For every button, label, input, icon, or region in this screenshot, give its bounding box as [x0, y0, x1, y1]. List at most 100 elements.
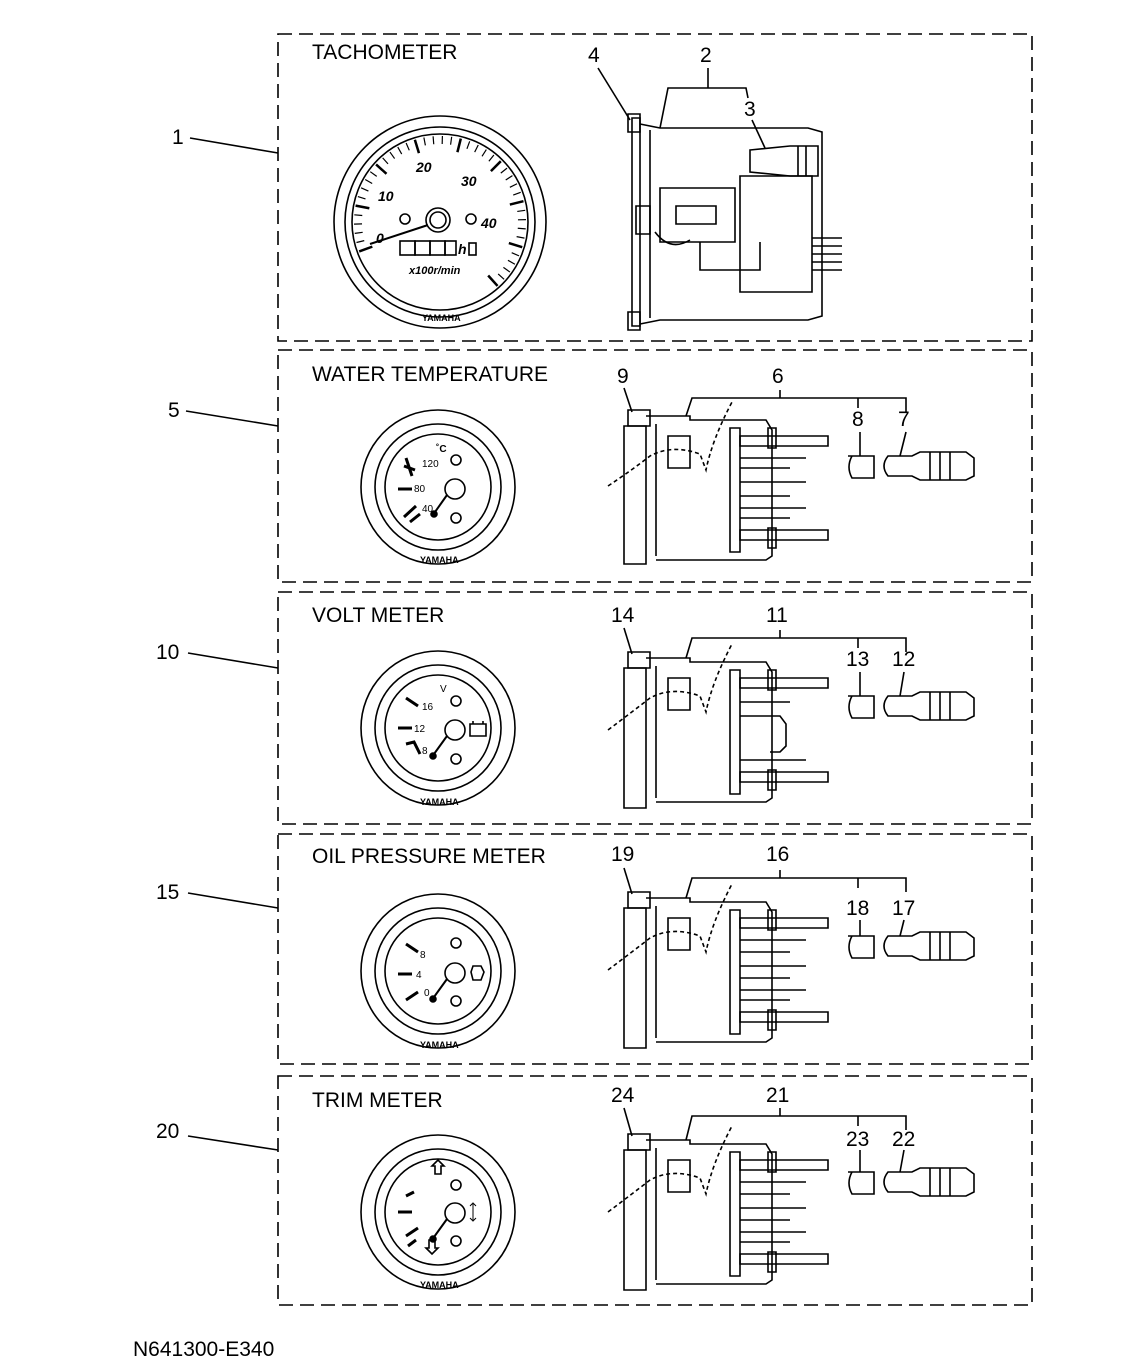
callout-16-bracket: [686, 870, 906, 898]
callout-24: 24: [611, 1084, 635, 1107]
callout-1-leader: [190, 138, 278, 153]
tach-label-10: 10: [378, 188, 394, 204]
water-temperature-dial: 120 80 40 ˚C YAMAHA: [361, 410, 515, 565]
water-temp-hub: [445, 479, 465, 499]
tach-tick: [356, 206, 370, 209]
water-temperature-side-view: [608, 402, 974, 564]
oil-pressure-side-view: [608, 884, 974, 1048]
callout-20: 20: [156, 1120, 179, 1143]
trim-meter-dial: YAMAHA: [361, 1135, 515, 1290]
volt-brand-label: YAMAHA: [420, 797, 459, 807]
callout-2: 2: [700, 44, 712, 67]
tach-tick: [359, 247, 372, 252]
tach-tick: [512, 253, 519, 256]
callout-3-leader: [752, 120, 765, 148]
tach-tick: [424, 138, 425, 146]
tach-tick: [361, 188, 368, 191]
hour-marker: h: [458, 241, 467, 257]
trim-updown-icon: [470, 1203, 476, 1221]
tach-tick: [506, 176, 513, 180]
tach-label-40: 40: [480, 215, 497, 231]
water-temp-label-80: 80: [414, 484, 426, 495]
callout-16: 16: [766, 843, 789, 866]
tach-label-30: 30: [461, 173, 477, 189]
callout-21: 21: [766, 1084, 789, 1107]
oil-label-4: 4: [416, 970, 422, 981]
callout-3: 3: [744, 98, 756, 121]
tach-tick: [488, 276, 497, 286]
volt-unit: V: [440, 684, 447, 695]
tach-tick: [406, 143, 409, 150]
volt-meter-side-view: [608, 644, 974, 808]
trim-up-arrow-icon: [432, 1160, 444, 1174]
tach-tick: [457, 139, 460, 153]
callout-23: 23: [846, 1128, 869, 1151]
tach-tick: [370, 172, 376, 177]
callout-5: 5: [168, 399, 180, 422]
trim-brand-label: YAMAHA: [420, 1280, 459, 1290]
callout-2-bracket: [660, 68, 748, 128]
tach-hub-inner: [430, 212, 446, 228]
callout-1: 1: [172, 126, 184, 149]
callout-20-leader: [188, 1136, 278, 1150]
volt-label-16: 16: [422, 702, 434, 713]
tach-label-20: 20: [415, 159, 432, 175]
volt-label-12: 12: [414, 724, 426, 735]
section-tachometer: TACHOMETER 1 0 10 20 30 40 h: [172, 34, 1032, 341]
tach-tick: [501, 168, 507, 173]
tach-tick: [376, 164, 386, 173]
tach-unit-label: x100r/min: [408, 265, 461, 277]
oil-label-0: 0: [424, 988, 430, 999]
oil-pressure-dial: 8 4 0 YAMAHA: [361, 894, 515, 1050]
tach-indicator-left: [400, 214, 410, 224]
tachometer-face: [352, 134, 528, 310]
tachometer-inner-bezel: [345, 127, 535, 317]
tach-tick: [467, 141, 470, 149]
tach-tick: [510, 184, 517, 188]
tach-brand-label: YAMAHA: [422, 313, 461, 323]
callout-10-leader: [188, 653, 278, 668]
figure-code: N641300-E340: [133, 1338, 274, 1362]
tach-tick: [383, 158, 388, 164]
water-temp-label-120: 120: [422, 459, 439, 470]
tach-indicator-right: [466, 214, 476, 224]
callout-21-bracket: [686, 1108, 906, 1140]
callout-15: 15: [156, 881, 179, 904]
tachometer-outer-bezel: [334, 116, 546, 328]
tach-tick: [390, 152, 395, 159]
trim-meter-title: TRIM METER: [312, 1089, 443, 1112]
tach-tick: [517, 210, 525, 211]
callout-13: 13: [846, 648, 869, 671]
tach-tick: [433, 136, 434, 144]
callout-22: 22: [892, 1128, 915, 1151]
tach-tick: [491, 161, 501, 171]
tachometer-side-view: [628, 114, 842, 330]
section-water-temperature: WATER TEMPERATURE 5 120 80 40 ˚C YAMAHA: [168, 350, 1032, 582]
tach-label-0: 0: [376, 230, 384, 246]
water-temp-brand-label: YAMAHA: [420, 555, 459, 565]
water-temp-label-40: 40: [422, 504, 434, 515]
tach-tick: [517, 237, 525, 238]
tach-tick: [510, 201, 524, 204]
callout-9: 9: [617, 365, 629, 388]
tach-tick: [354, 215, 362, 216]
tach-tick: [503, 267, 510, 272]
callout-19: 19: [611, 843, 634, 866]
tach-tick: [475, 145, 479, 152]
callout-5-leader: [186, 411, 278, 426]
water-temperature-title: WATER TEMPERATURE: [312, 363, 548, 386]
callout-4: 4: [588, 44, 600, 67]
trim-meter-side-view: [608, 1126, 974, 1290]
callout-11: 11: [766, 604, 788, 627]
oil-brand-label: YAMAHA: [420, 1040, 459, 1050]
callout-6: 6: [772, 365, 784, 388]
tach-tick: [415, 140, 419, 153]
callout-4-leader: [598, 68, 630, 120]
tach-tick: [498, 274, 504, 279]
tach-tick: [398, 147, 402, 154]
callout-17: 17: [892, 897, 915, 920]
tach-tick: [358, 197, 366, 199]
callout-18: 18: [846, 897, 869, 920]
callout-15-leader: [188, 893, 278, 908]
tach-tick: [508, 260, 515, 264]
